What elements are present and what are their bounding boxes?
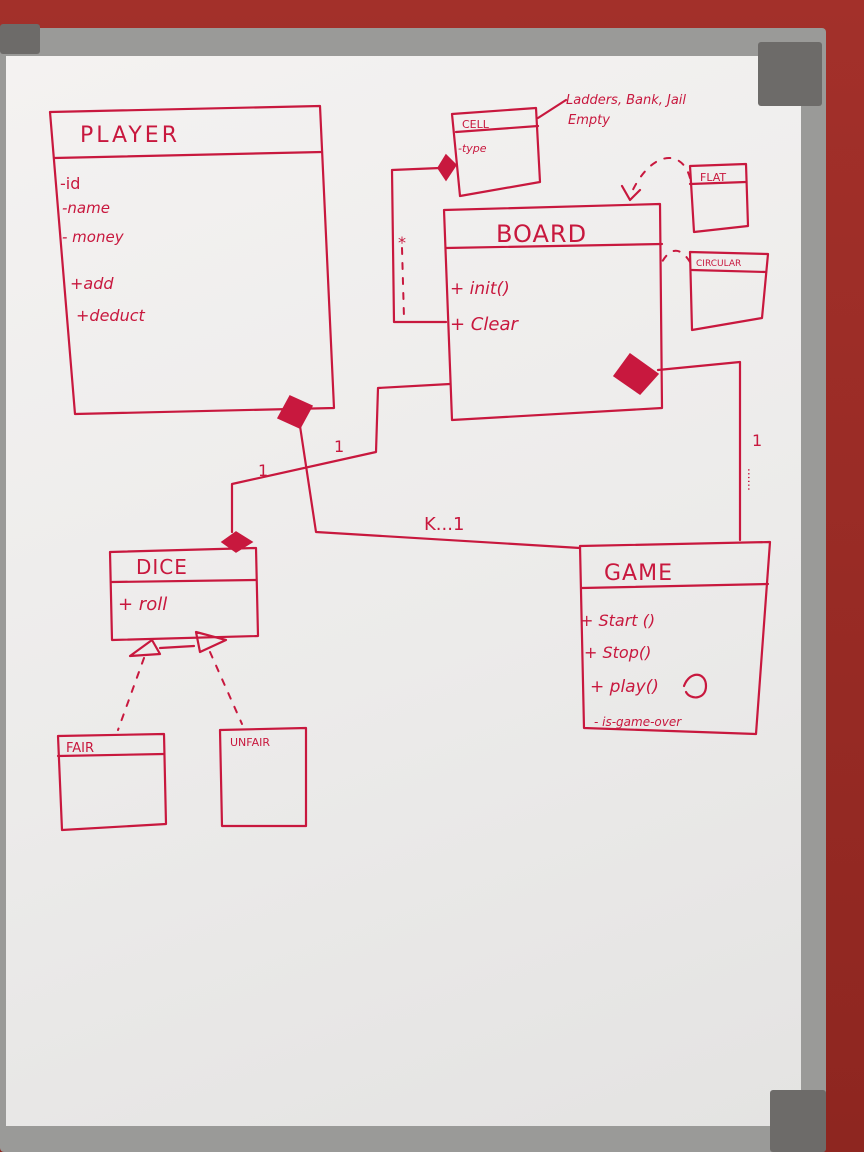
board-method-init: + init() xyxy=(450,279,510,299)
game-attr-is-game-over: - is-game-over xyxy=(594,715,682,729)
circular-title-divider xyxy=(690,268,768,274)
cell-composition-diamond xyxy=(437,153,457,182)
board-box xyxy=(442,202,664,422)
player-title: PLAYER xyxy=(80,123,180,148)
cell-board-connector xyxy=(390,166,448,324)
flat-class: FLAT xyxy=(620,157,750,234)
board-composition-diamond xyxy=(612,352,660,395)
dice-composition-diamond xyxy=(220,531,254,553)
circular-box xyxy=(688,250,770,332)
game-title-divider xyxy=(580,582,770,590)
fair-inheritance-arrowhead xyxy=(128,638,162,658)
cell-title: CELL xyxy=(462,118,490,131)
board-method-clear: + Clear xyxy=(450,314,519,335)
game-class: GAME + Start () + Stop() + play() - is-g… xyxy=(578,540,772,736)
board-title-divider xyxy=(444,242,664,250)
multiplicity-player-game: K...1 xyxy=(424,514,464,535)
dice-title-divider xyxy=(110,578,258,584)
dice-method-roll: + roll xyxy=(118,594,167,615)
cell-note-line2: Empty xyxy=(568,113,610,128)
dice-inheritance-joint xyxy=(158,644,196,650)
player-method-add: +add xyxy=(70,274,114,293)
dice-box xyxy=(108,546,260,642)
game-method-stop: + Stop() xyxy=(584,643,651,662)
board-class: BOARD + init() + Clear xyxy=(442,202,664,422)
cell-attr-type: -type xyxy=(458,142,487,155)
dice-board-composition: 1 1 xyxy=(220,382,452,553)
player-class: PLAYER -id -name - money +add +deduct xyxy=(48,104,336,416)
player-game-connector xyxy=(298,424,582,550)
dice-board-connector xyxy=(230,382,452,534)
multiplicity-board-dice-a: 1 xyxy=(258,461,268,480)
circular-class: CIRCULAR xyxy=(661,249,770,332)
dice-title: DICE xyxy=(136,555,188,579)
board-title: BOARD xyxy=(496,220,587,248)
player-box xyxy=(48,104,336,416)
board-game-composition: 1 ...... xyxy=(612,352,762,542)
cell-box xyxy=(450,106,542,198)
cell-title-divider xyxy=(454,124,540,134)
game-method-start: + Start () xyxy=(580,611,655,630)
frame-corner-top-right xyxy=(758,42,822,106)
player-attr-money: - money xyxy=(62,228,125,246)
circular-title: CIRCULAR xyxy=(696,259,741,269)
cell-board-dotted xyxy=(401,247,405,319)
player-game-composition: K...1 xyxy=(276,395,582,550)
flat-inheritance-line xyxy=(629,157,691,197)
flat-inheritance-arrowhead xyxy=(620,184,642,202)
unfair-class: UNFAIR xyxy=(218,726,308,828)
cell-note-leader xyxy=(536,98,568,120)
whiteboard-surface xyxy=(6,56,801,1126)
flat-title-divider xyxy=(688,180,748,186)
unfair-inheritance-arrowhead xyxy=(194,630,228,654)
multiplicity-board-dice-b: 1 xyxy=(334,437,344,456)
cell-board-composition: * xyxy=(390,153,457,324)
dice-inheritance xyxy=(117,630,243,731)
play-self-loop xyxy=(682,673,708,699)
game-title: GAME xyxy=(604,561,673,586)
multiplicity-game-board-dots: ...... xyxy=(745,468,759,491)
fair-title-divider xyxy=(56,752,166,758)
game-box xyxy=(578,540,772,736)
game-method-play: + play() xyxy=(590,677,659,697)
cell-class: CELL -type Ladders, Bank, Jail Empty xyxy=(450,93,686,198)
multiplicity-game-board: 1 xyxy=(752,431,762,450)
unfair-box xyxy=(218,726,308,828)
circular-inheritance-line xyxy=(661,249,691,263)
cell-board-marker: * xyxy=(398,233,406,252)
flat-box xyxy=(688,162,750,234)
dice-class: DICE + roll xyxy=(108,546,260,642)
fair-class: FAIR xyxy=(56,732,168,832)
player-attr-id: -id xyxy=(60,174,80,193)
unfair-inheritance-line xyxy=(209,651,243,725)
board-game-connector xyxy=(656,360,742,542)
cell-note-line1: Ladders, Bank, Jail xyxy=(566,93,686,108)
player-title-divider xyxy=(52,150,324,160)
unfair-title: UNFAIR xyxy=(230,736,270,749)
player-method-deduct: +deduct xyxy=(76,306,146,325)
flat-title: FLAT xyxy=(700,171,726,184)
fair-box xyxy=(56,732,168,832)
player-composition-diamond xyxy=(276,395,314,429)
fair-inheritance-line xyxy=(117,657,145,731)
player-attr-name: -name xyxy=(62,199,110,217)
frame-corner-top-left xyxy=(0,24,40,54)
frame-corner-bottom-right xyxy=(770,1090,826,1152)
fair-title: FAIR xyxy=(66,741,94,756)
